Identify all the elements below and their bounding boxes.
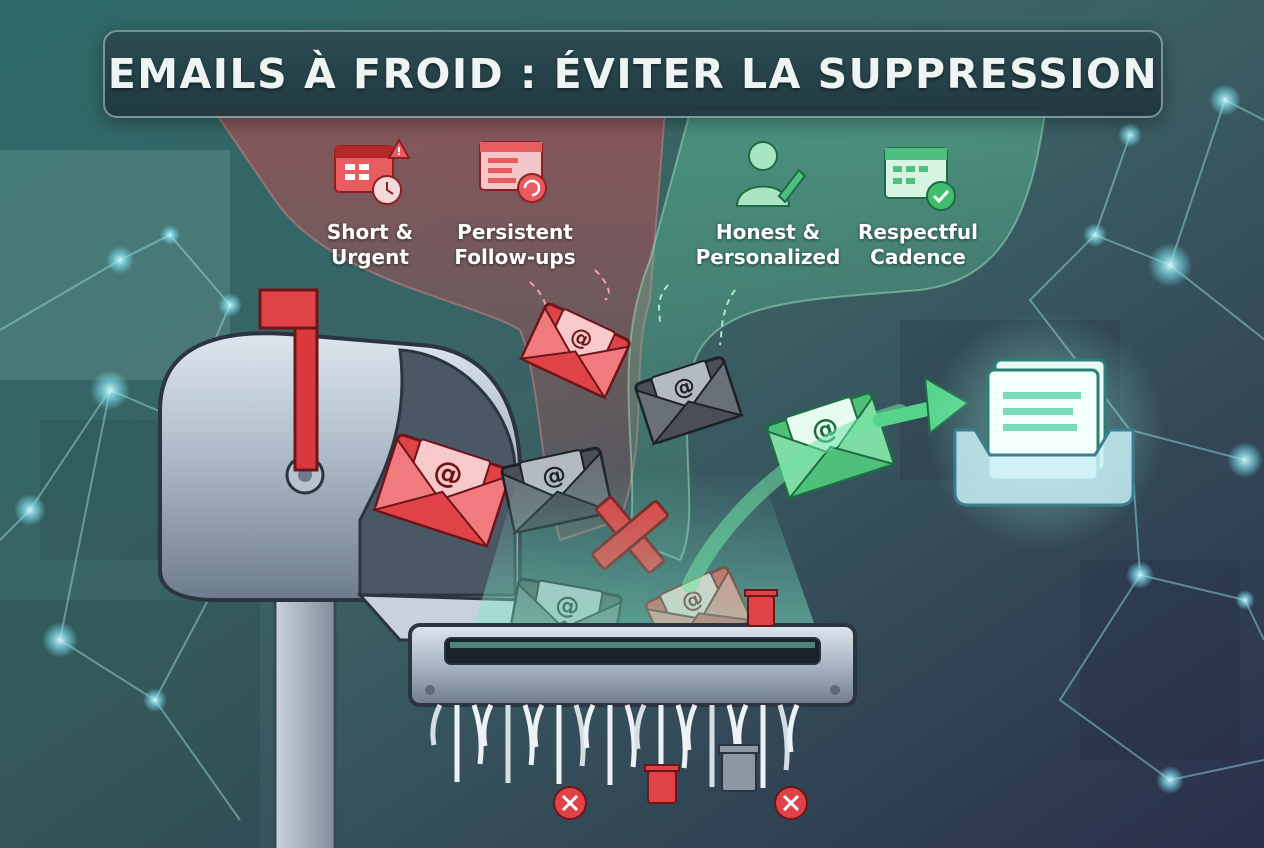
paper-strip: [777, 704, 790, 771]
urgent-calendar-icon: !: [334, 137, 411, 205]
label-line: Honest &: [715, 220, 821, 244]
label-respectful-cadence: Respectful Cadence: [852, 220, 984, 270]
page-title: EMAILS À FROID : ÉVITER LA SUPPRESSION: [107, 50, 1159, 98]
label-line: Short &: [326, 220, 414, 244]
paper-strip: [675, 704, 688, 769]
calendar-check-icon: [884, 147, 956, 211]
svg-text:!: !: [396, 145, 401, 158]
trash-can-icon: [718, 744, 760, 792]
x-circle-icon: [553, 786, 808, 820]
green-stream-arrows: [658, 284, 736, 346]
label-persistent-follow-ups: Persistent Follow-ups: [448, 220, 582, 270]
shredder-icon: [408, 623, 857, 707]
paper-strip: [471, 704, 484, 765]
inbox-tray-icon: [953, 358, 1135, 507]
red-stream-arrows: [529, 269, 610, 336]
label-line: Urgent: [331, 245, 409, 269]
envelope-icon: @: [634, 356, 745, 446]
paper-strip: [624, 704, 637, 768]
paper-strip: [634, 703, 647, 750]
paper-strip: [787, 704, 800, 753]
paper-strip: [573, 704, 586, 767]
trash-can-icon: [644, 764, 680, 804]
label-honest-personalized: Honest & Personalized: [688, 220, 848, 270]
person-edit-icon: [735, 141, 807, 207]
paper-strip: [481, 703, 494, 747]
label-line: Follow-ups: [454, 245, 576, 269]
mailbox-post: [273, 558, 337, 848]
label-line: Cadence: [870, 245, 966, 269]
label-line: Persistent: [457, 220, 573, 244]
paper-strip: [685, 703, 698, 751]
label-line: Respectful: [858, 220, 978, 244]
envelope-icon: @: [517, 302, 631, 400]
paper-strip: [430, 703, 443, 746]
network-nodes: [14, 84, 1263, 794]
paper-strip: [583, 703, 596, 749]
envelope-icon: @: [370, 433, 512, 549]
paper-strip: [522, 704, 535, 766]
title-banner: EMAILS À FROID : ÉVITER LA SUPPRESSION: [103, 30, 1163, 118]
label-line: Personalized: [695, 245, 841, 269]
trash-can-icon: [744, 589, 778, 627]
label-short-urgent: Short & Urgent: [318, 220, 422, 270]
paper-strip: [532, 703, 545, 748]
mailbox-flag-icon: [258, 288, 319, 472]
follow-up-window-icon: [479, 141, 547, 203]
